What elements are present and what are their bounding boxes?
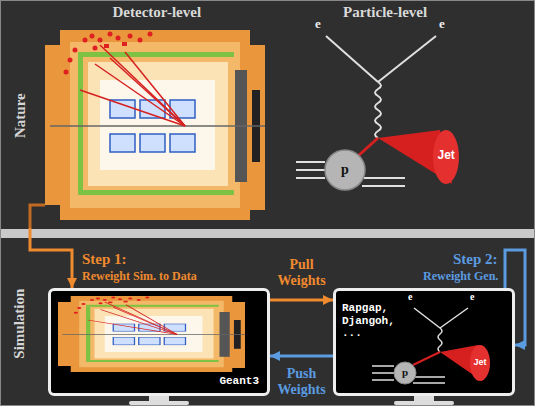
- monitor-stand: [149, 396, 169, 401]
- simulation-ground: [0, 238, 535, 406]
- flow-arrow: [270, 299, 333, 302]
- edge-label: Pull Weights: [273, 257, 331, 289]
- leader-line: [30, 205, 45, 228]
- section-title: Nature: [11, 93, 28, 138]
- particle-label: e: [315, 17, 321, 32]
- jet-label: Jet: [438, 149, 455, 163]
- monitor-stand: [129, 401, 189, 405]
- program-name: Geant3: [219, 375, 259, 388]
- monitor-screen: Rapgap, Djangoh, ...: [333, 288, 515, 396]
- flow-arrow: [270, 355, 333, 358]
- program-name: Rapgap, Djangoh, ...: [342, 302, 404, 340]
- nature-ground: [0, 0, 535, 228]
- flow-arrow: [505, 250, 525, 345]
- particle-label: e: [439, 17, 445, 32]
- monitor-stand: [414, 396, 434, 401]
- detector-picture: [58, 296, 245, 372]
- step-title: Step 1:: [82, 251, 127, 268]
- particle-label: p: [402, 366, 408, 379]
- detector-picture: [45, 30, 265, 220]
- column-header: Particle-level: [343, 4, 427, 21]
- feynman-diagram: [296, 36, 459, 190]
- divider-strip: [0, 229, 535, 238]
- feynman-diagram: [372, 308, 490, 384]
- column-header: Detector-level: [113, 4, 202, 21]
- step-description: Reweight Sim. to Data: [82, 270, 197, 284]
- edge-label: Push Weights: [273, 366, 331, 398]
- step-description: Reweight Gen.: [423, 270, 498, 284]
- monitor-screen: Geant3: [48, 288, 270, 396]
- monitor-screen-fill: [333, 288, 515, 396]
- particle-label: p: [341, 162, 349, 178]
- section-title: Simulation: [11, 288, 28, 358]
- particle-label: e: [408, 291, 412, 303]
- flow-arrow: [30, 228, 72, 288]
- section-band: SimulationGeant3 Rapgap, Djangoh, ...: [0, 240, 535, 406]
- monitor-screen-fill: [48, 288, 270, 396]
- section-band: Nature: [0, 0, 535, 228]
- jet-label: Jet: [474, 357, 487, 367]
- monitor-stand: [394, 401, 454, 405]
- particle-label: e: [470, 291, 474, 303]
- step-title: Step 2:: [453, 251, 498, 268]
